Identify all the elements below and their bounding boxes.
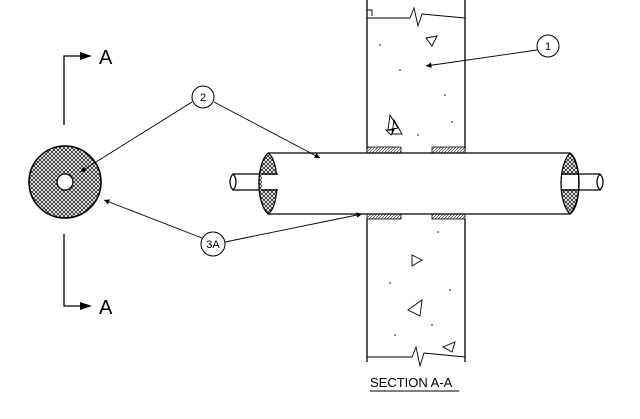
callout-1: 1 <box>425 34 560 68</box>
concrete-wall-lower <box>366 219 466 368</box>
section-cut-marker-top: A <box>63 47 113 125</box>
concrete-wall-upper <box>366 0 466 150</box>
section-title-label: SECTION A-A <box>370 375 453 390</box>
pipe-side-view <box>229 152 604 215</box>
callout-3a-label: 3A <box>206 239 220 251</box>
section-marker-top-label: A <box>99 47 113 69</box>
callout-3a: 3A <box>103 199 363 257</box>
callout-1-label: 1 <box>545 41 551 53</box>
section-marker-bottom-label: A <box>99 297 113 319</box>
seal-top <box>366 146 466 154</box>
section-title: SECTION A-A <box>370 375 459 392</box>
callout-2-label: 2 <box>200 92 206 104</box>
pipe-end-view <box>28 145 102 219</box>
callout-2: 2 <box>79 85 321 173</box>
section-cut-marker-bottom: A <box>63 234 113 319</box>
